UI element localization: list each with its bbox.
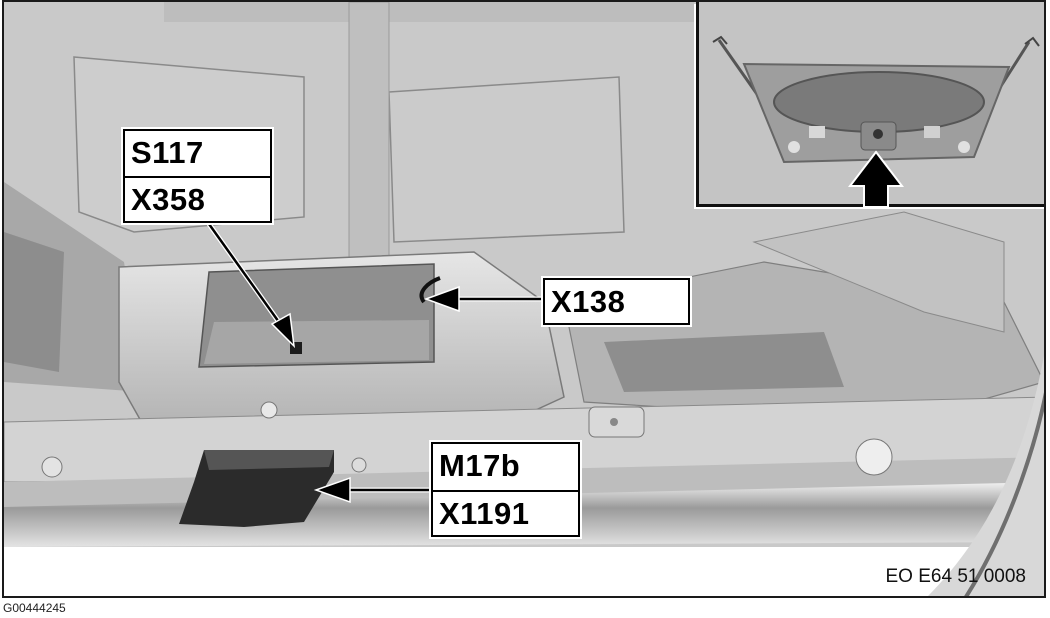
callout-m17b-x1191: M17b X1191 (431, 442, 580, 537)
drawing-code: EO E64 51 0008 (885, 566, 1027, 587)
callout-label-x358: X358 (125, 176, 270, 221)
callout-label-x1191: X1191 (433, 490, 578, 535)
figure-id: G00444245 (3, 601, 66, 615)
inset-trunk-rear-illustration (699, 2, 1044, 204)
callout-label-x138: X138 (551, 284, 626, 319)
callout-label-m17b: M17b (439, 448, 521, 483)
inset-view (696, 2, 1044, 207)
diagram-frame: S117 X358 X138 M17b X1191 EO E64 51 0008 (2, 0, 1046, 598)
callout-x138: X138 (543, 278, 690, 325)
callout-label-s117: S117 (131, 135, 204, 170)
callout-s117-x358: S117 X358 (123, 129, 272, 223)
